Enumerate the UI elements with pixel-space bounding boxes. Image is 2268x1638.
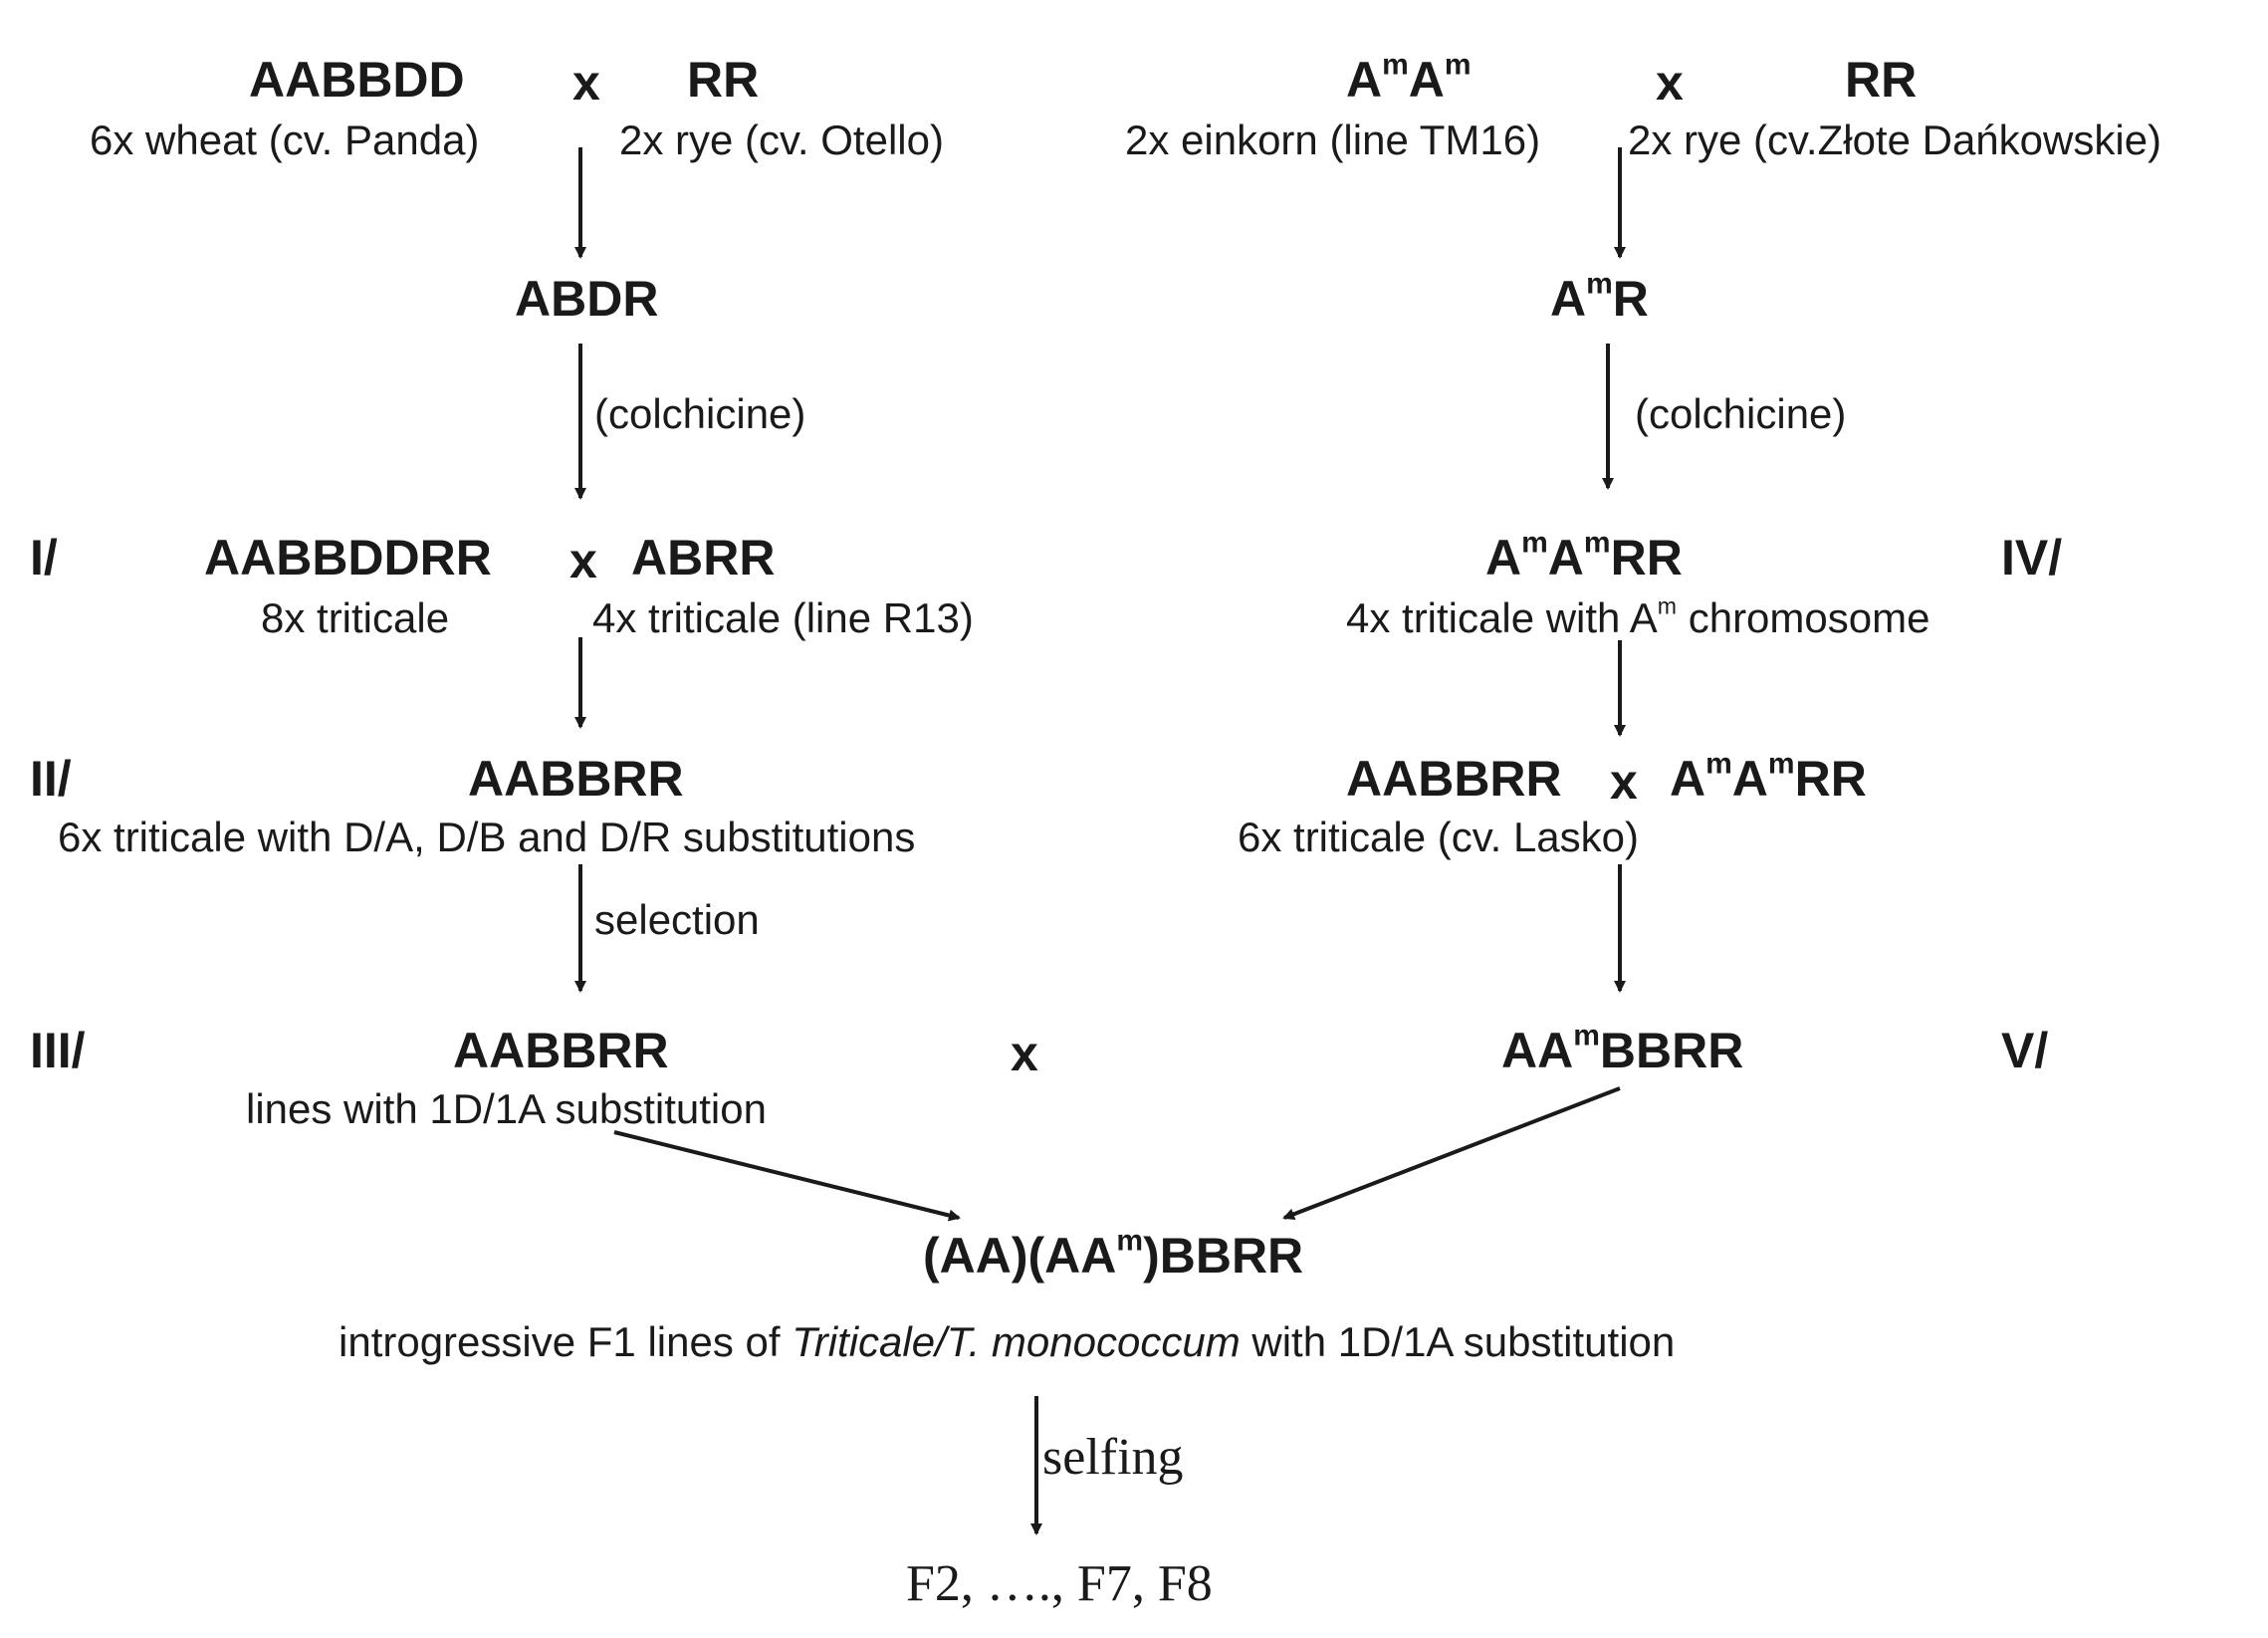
step-label-1: I/ [30,530,58,585]
einkorn-description: 2x einkorn (line TM16) [1125,117,1541,163]
rye-description-left: 2x rye (cv. Otello) [619,117,944,163]
cross-symbol-center: x [1011,1026,1038,1081]
octoploid-description: 8x triticale [261,594,450,641]
cross-symbol-step1: x [569,533,597,588]
hybrid-abdr: ABDR [515,271,659,327]
tetraploid-am-genome-cross: AmAmRR [1670,747,1867,807]
hybrid-amr: AmR [1550,267,1649,327]
octoploid-genome: AABBDDRR [204,530,492,585]
rye-genome-right: RR [1845,52,1918,108]
selection-label: selection [594,896,760,943]
rye-description-right: 2x rye (cv.Złote Dańkowskie) [1628,117,2162,163]
step-label-3: III/ [30,1023,86,1078]
cross-symbol-right-top: x [1656,55,1684,111]
cross-symbol-left-top: x [572,55,600,111]
hexaploid-genome-step3: AABBRR [453,1023,669,1078]
tetraploid-description: 4x triticale (line R13) [592,594,974,641]
arrow-converge-right [1282,1086,1621,1220]
tetraploid-am-genome: AmAmRR [1485,526,1683,585]
step-label-4: IV/ [2001,530,2063,585]
tetraploid-am-description: 4x triticale with Am chromosome [1346,592,1930,641]
substitution-lines-description: lines with 1D/1A substitution [246,1085,767,1132]
hexaploid-substitutions-description: 6x triticale with D/A, D/B and D/R subst… [58,814,916,860]
generations-label: F2, …., F7, F8 [906,1555,1213,1612]
hexaploid-am-genome: AAmBBRR [1501,1019,1744,1078]
wheat-description: 6x wheat (cv. Panda) [90,117,480,163]
einkorn-genome: AmAm [1346,48,1472,108]
selfing-label: selfing [1042,1429,1184,1486]
cross-symbol-right-mid: x [1610,754,1638,810]
lasko-genome: AABBRR [1346,751,1562,807]
introgressive-genome: (AA)(AAm)BBRR [923,1224,1304,1284]
lasko-description: 6x triticale (cv. Lasko) [1238,814,1639,860]
introgressive-description: introgressive F1 lines of Triticale/T. m… [339,1318,1676,1365]
colchicine-label-right: (colchicine) [1635,390,1847,437]
hexaploid-genome-step2: AABBRR [468,751,684,807]
step-label-2: II/ [30,751,72,807]
wheat-genome: AABBDD [249,52,465,108]
arrow-converge-left [613,1130,961,1222]
colchicine-label-left: (colchicine) [594,390,806,437]
tetraploid-genome: ABRR [631,530,776,585]
step-label-5: V/ [2001,1023,2049,1078]
rye-genome-left: RR [687,52,760,108]
